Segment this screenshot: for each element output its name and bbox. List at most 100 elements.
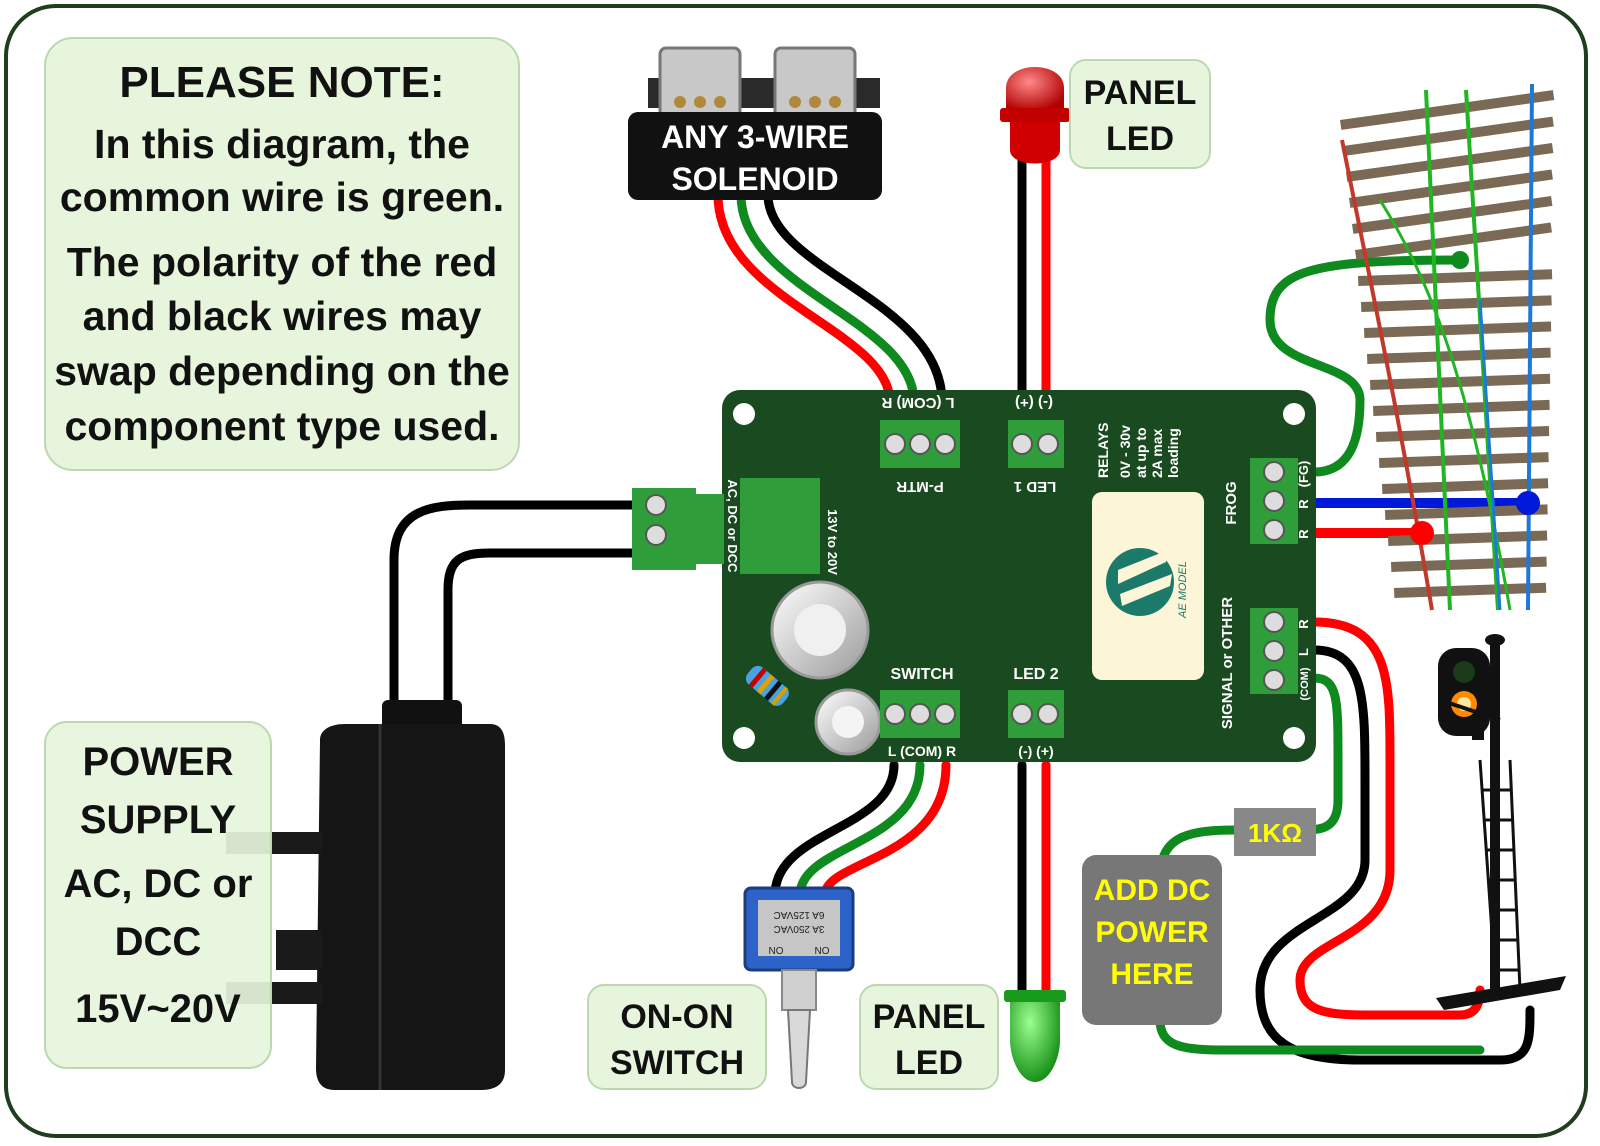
track-sleeper [1361, 295, 1552, 312]
rail-blue-1 [1526, 83, 1534, 611]
signal-pin-r: R [1296, 619, 1311, 629]
track-sleeper [1385, 504, 1548, 520]
logo-text: AE MODEL [1177, 561, 1189, 619]
resistor [745, 665, 789, 706]
solenoid-red-wire [713, 190, 895, 407]
track-sleeper [1376, 425, 1550, 442]
panel-led-top-callout: PANEL LED [1069, 59, 1211, 169]
pmtr-label: P-MTR [896, 478, 944, 495]
track-sleeper [1358, 269, 1553, 286]
note-callout: PLEASE NOTE: In this diagram, the common… [44, 37, 520, 471]
control-board: L (COM) R P-MTR (-) (+) LED 1 RELAYS 0V … [632, 390, 1316, 762]
power-supply-line-4: DCC [115, 920, 202, 964]
power-supply-line-1: POWER [82, 740, 233, 784]
note-heading: PLEASE NOTE: [119, 58, 444, 107]
panel-led-bottom-label-1: PANEL [873, 998, 986, 1036]
track-sleeper [1343, 116, 1554, 156]
signal-green-wire [1295, 673, 1343, 835]
toggle-switch: 6A 125VAC 3A 250VAC ON ON [743, 886, 855, 1089]
switch-callout-line-1: ON-ON [620, 998, 733, 1036]
frog-red-joint [1410, 521, 1434, 545]
note-line-2: common wire is green. [60, 174, 504, 220]
power-supply-line-2: SUPPLY [80, 798, 237, 842]
relays-line-1: RELAYS [1095, 422, 1111, 478]
wires [389, 145, 1535, 1065]
note-line-3: The polarity of the red [67, 239, 498, 285]
track-sleeper [1391, 556, 1547, 572]
frog-green-joint [1451, 251, 1469, 269]
ae-model-logo: AE MODEL [1092, 492, 1204, 680]
switch-pos-2: ON [815, 944, 830, 955]
power-input-label: AC, DC or DCC [725, 479, 740, 573]
panel-led-bottom [1004, 990, 1066, 1082]
resistor-1k: 1KΩ [1234, 808, 1316, 856]
switch-board-label: SWITCH [890, 666, 953, 683]
relays-line-5: loading [1165, 428, 1181, 478]
signal-label: SIGNAL or OTHER [1219, 597, 1236, 729]
panel-led-top-label-1: PANEL [1084, 74, 1197, 112]
track-sleeper [1394, 582, 1547, 598]
solenoid-label-1: ANY 3-WIRE [661, 119, 849, 155]
frog-pin-r2: R [1296, 529, 1311, 539]
add-dc-line-2: POWER [1095, 916, 1209, 949]
add-dc-line-3: HERE [1110, 958, 1193, 991]
rail-green-1 [1424, 89, 1452, 611]
solenoid-label-2: SOLENOID [671, 161, 838, 197]
rail-blue-2 [1478, 299, 1502, 611]
power-black-wire [389, 500, 650, 710]
power-white-wire [415, 524, 651, 711]
add-dc-callout: ADD DC POWER HERE [1082, 855, 1222, 1025]
switch-rating-2: 3A 250VAC [774, 923, 825, 934]
track-sleeper [1364, 321, 1552, 338]
switch-callout: ON-ON SWITCH [587, 984, 767, 1090]
signal-ladder [1478, 759, 1522, 991]
relays-line-2: 0V - 30v [1117, 425, 1133, 478]
frog-pin-fg: (FG) [1296, 461, 1311, 488]
led1-pins-label: (-) (+) [1015, 394, 1053, 411]
track-sleeper [1366, 347, 1551, 364]
relays-line-4: 2A max [1149, 428, 1165, 478]
switch-green-wire [795, 760, 925, 900]
led2-label: LED 2 [1013, 666, 1058, 683]
led2-pins-label: (-) (+) [1018, 743, 1053, 759]
switch-callout-line-2: SWITCH [610, 1044, 744, 1082]
add-dc-line-1: ADD DC [1094, 874, 1211, 907]
track-sleeper [1355, 222, 1552, 260]
signal-red-wire [1295, 617, 1485, 1020]
track-sleeper [1382, 478, 1549, 494]
pmtr-pins-label: L (COM) R [881, 394, 954, 411]
track-sleeper [1349, 169, 1553, 208]
turnout-track [1340, 83, 1555, 611]
track-sleeper [1351, 196, 1553, 234]
switch-black-wire [770, 760, 899, 900]
frog-pin-r1: R [1296, 499, 1311, 509]
power-black-wire-2 [443, 548, 650, 710]
led1-label: LED 1 [1014, 478, 1057, 495]
switch-pos-1: ON [769, 944, 784, 955]
signal-pin-l: L [1296, 648, 1311, 656]
power-supply-callout: POWER SUPPLY AC, DC or DCC 15V~20V [44, 721, 272, 1069]
voltage-label: 13V to 20V [825, 509, 840, 575]
note-line-6: component type used. [64, 403, 499, 449]
frog-fg-green-wire [1265, 255, 1465, 477]
panel-led-top-label-2: LED [1106, 120, 1174, 158]
panel-led-top [1000, 67, 1070, 164]
frog-blue-joint [1516, 491, 1540, 515]
signal-black-wire [1255, 645, 1535, 1065]
power-supply-line-5: 15V~20V [75, 987, 241, 1031]
relays-line-3: at up to [1133, 427, 1149, 478]
note-line-1: In this diagram, the [94, 121, 470, 167]
panel-led-bottom-label-2: LED [895, 1044, 963, 1082]
track-sleeper [1373, 399, 1550, 416]
track-sleeper [1345, 143, 1554, 182]
frog-label: FROG [1223, 481, 1240, 524]
solenoid-black-wire [763, 190, 947, 407]
switch-pins-label: L (COM) R [888, 743, 956, 759]
switch-red-wire [820, 760, 951, 900]
solenoid-green-wire [736, 190, 919, 407]
switch-rating-1: 6A 125VAC [774, 909, 825, 920]
power-supply-line-3: AC, DC or [64, 862, 253, 906]
regulator [740, 478, 820, 574]
solenoid: ANY 3-WIRE SOLENOID [628, 46, 882, 200]
